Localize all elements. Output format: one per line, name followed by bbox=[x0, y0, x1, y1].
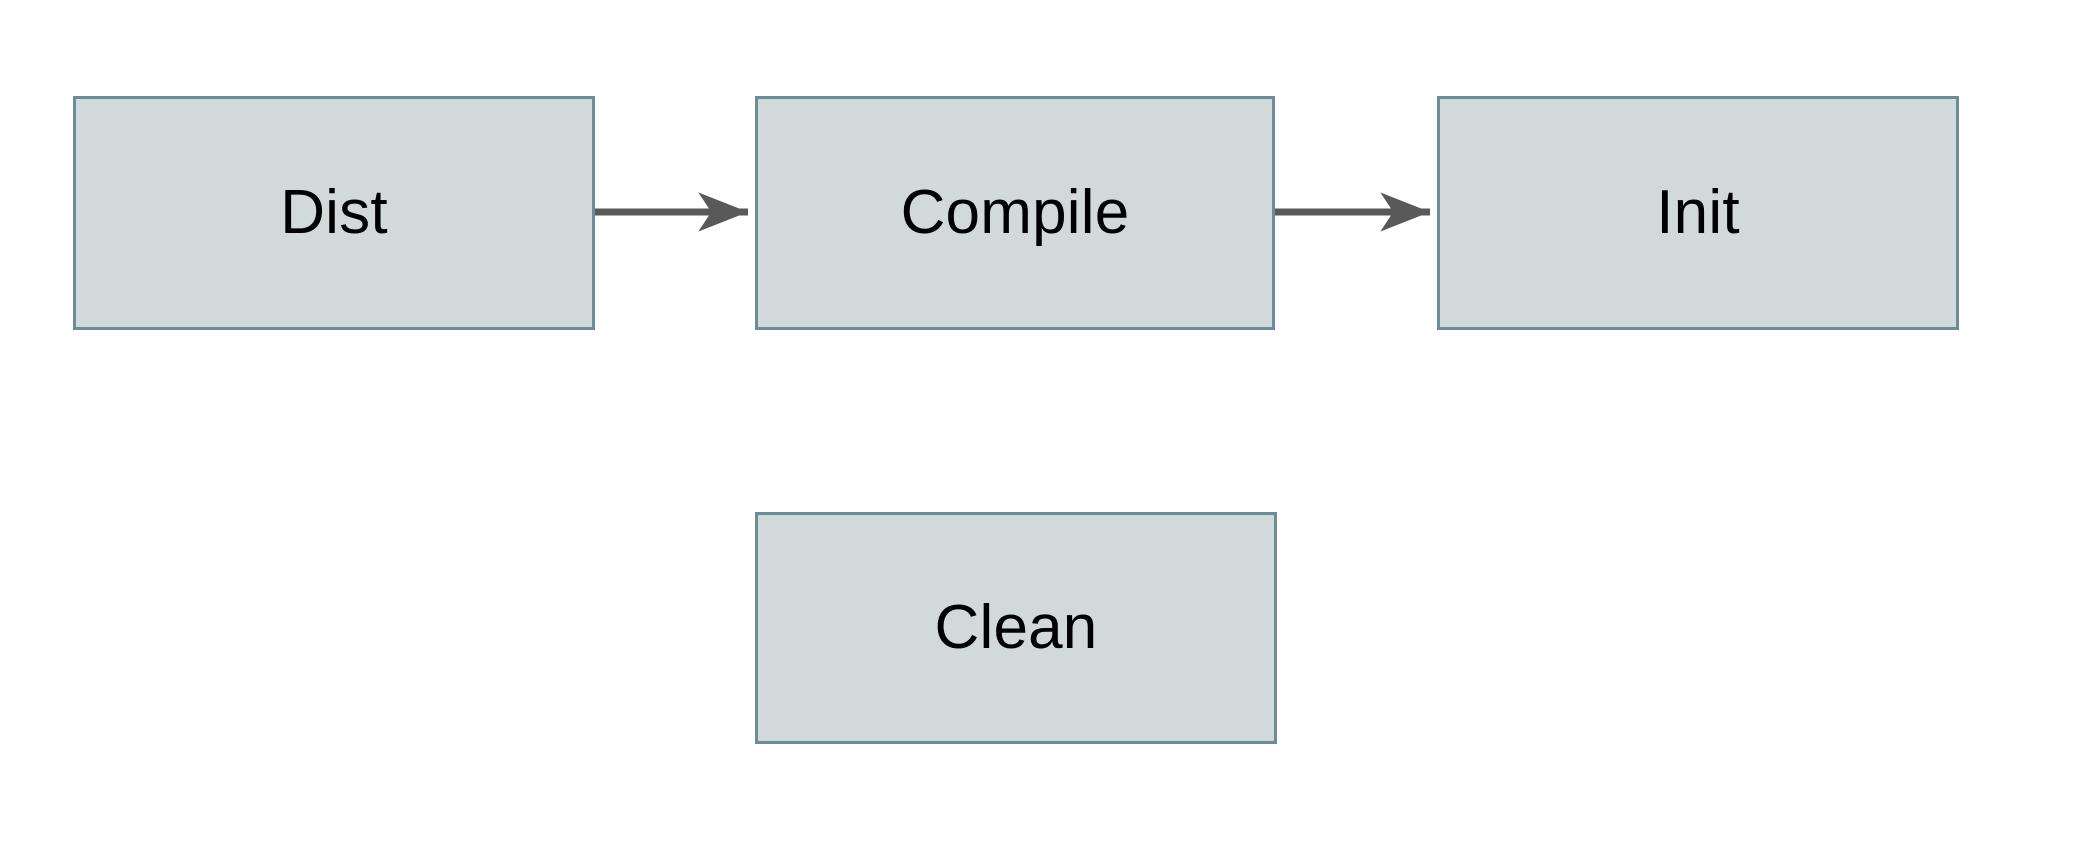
node-init[interactable]: Init bbox=[1437, 96, 1959, 330]
node-dist-label: Dist bbox=[280, 178, 388, 247]
node-init-label: Init bbox=[1656, 178, 1740, 247]
node-compile[interactable]: Compile bbox=[755, 96, 1275, 330]
node-compile-label: Compile bbox=[900, 178, 1130, 247]
node-clean-label: Clean bbox=[934, 593, 1098, 662]
node-clean[interactable]: Clean bbox=[755, 512, 1277, 744]
node-dist[interactable]: Dist bbox=[73, 96, 595, 330]
